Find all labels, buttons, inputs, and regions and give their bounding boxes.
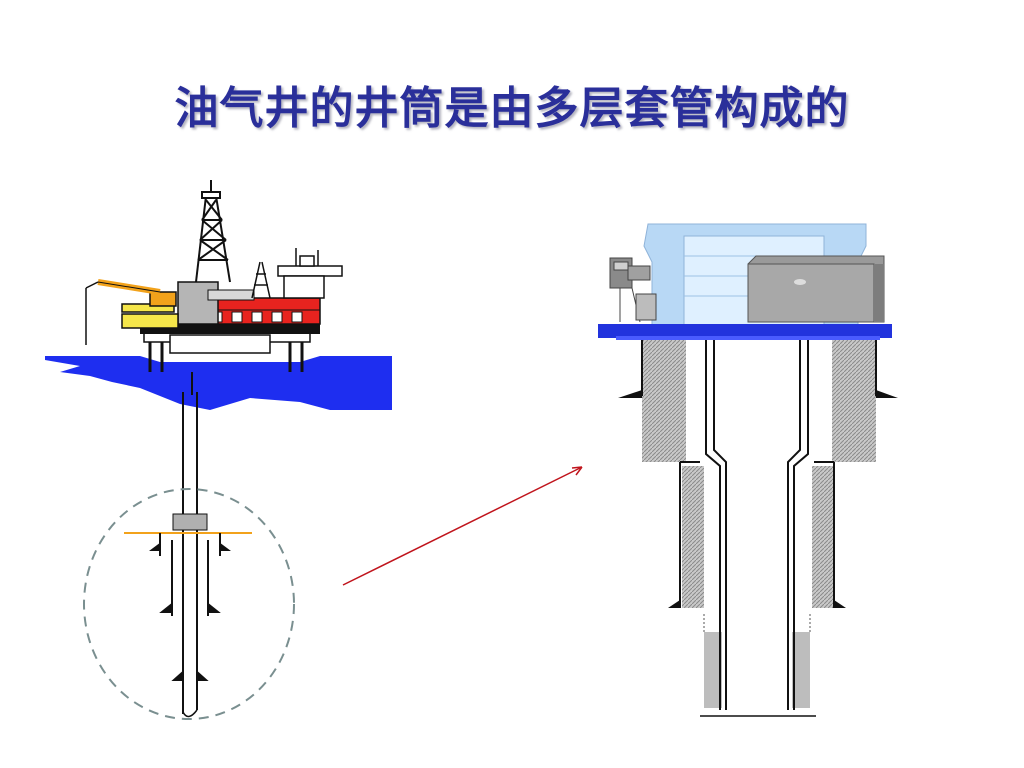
derrick-tower (195, 180, 231, 283)
equipment-box (747, 255, 885, 323)
platform-deck (598, 324, 892, 338)
slide-title: 油气井的井筒是由多层套管构成的 (174, 83, 850, 134)
helideck (277, 248, 343, 299)
well-string (83, 392, 295, 720)
sea-surface (45, 356, 392, 410)
left-machinery (609, 257, 657, 323)
small-derrick (251, 261, 271, 299)
casing-shoes (149, 533, 231, 681)
zoom-arrow (342, 466, 583, 586)
wellhead-detail (598, 223, 898, 717)
intermediate-casing (668, 461, 846, 608)
detail-callout-ellipse (83, 488, 295, 720)
offshore-platform-illustration (45, 180, 392, 410)
tubing-walls (705, 340, 809, 710)
outer-casing (618, 340, 898, 462)
production-casing (703, 614, 811, 708)
